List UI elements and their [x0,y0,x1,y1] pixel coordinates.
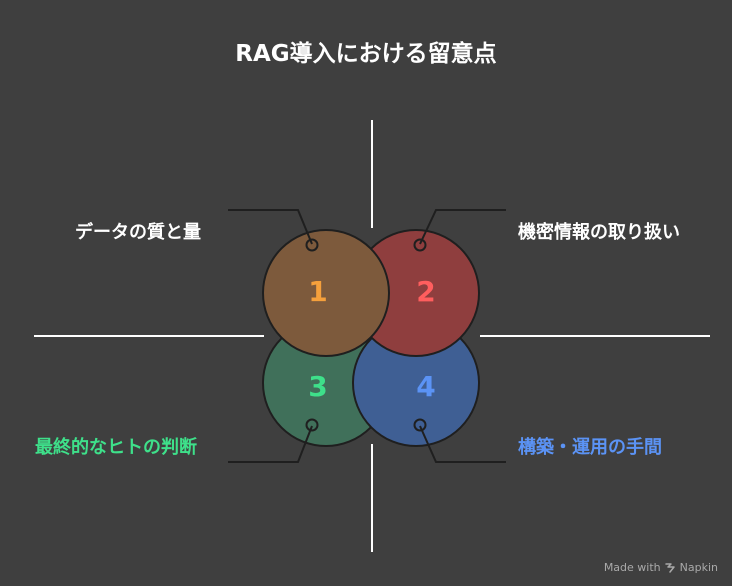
label-build-operation-effort: 構築・運用の手間 [518,437,662,458]
diagram-title: RAG導入における留意点 [235,41,497,67]
circle-number-1: 1 [308,275,327,308]
leader-line-4 [419,425,506,463]
credit-badge: Made with Napkin [604,561,718,574]
leader-line-1 [228,209,313,245]
leader-line-3 [228,425,313,463]
leader-dot-4 [413,418,427,432]
label-confidential-info: 機密情報の取り扱い [518,222,680,243]
label-human-judgment: 最終的なヒトの判断 [35,437,197,458]
leader-line-2 [419,209,506,245]
leader-dot-3 [305,418,319,432]
label-data-quality: データの質と量 [75,222,201,243]
circle-number-3: 3 [308,370,327,403]
napkin-logo-icon [664,563,675,573]
circle-number-4: 4 [416,370,435,403]
leader-dot-2 [413,238,427,252]
leader-dot-1 [305,238,319,252]
circle-number-2: 2 [416,275,435,308]
circle-1 [262,229,390,357]
credit-prefix: Made with [603,561,661,574]
credit-brand: Napkin [679,561,718,574]
